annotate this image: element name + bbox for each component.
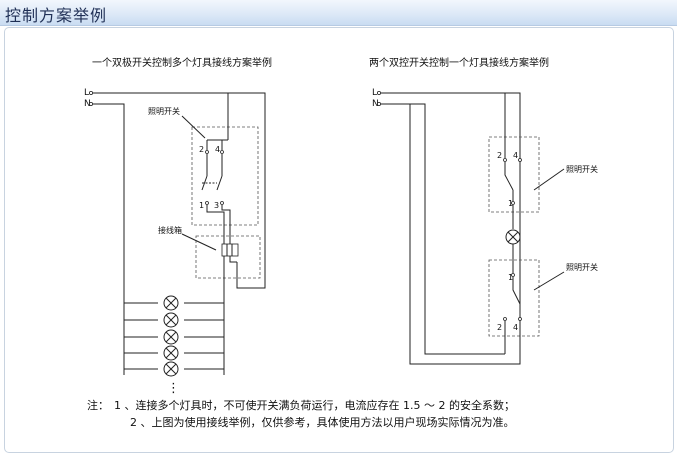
left-box-l <box>229 256 237 263</box>
right-n-label: N <box>372 99 379 109</box>
left-switch-leader <box>181 115 206 139</box>
right-contact <box>503 158 507 162</box>
left-box-label: 接线箱 <box>158 225 182 235</box>
lamp-icon <box>163 295 179 311</box>
left-l-label: L <box>84 88 89 98</box>
left-switch-label: 照明开关 <box>148 106 180 116</box>
left-contact <box>205 150 209 154</box>
left-switch-blade <box>201 175 208 191</box>
lamp-icon <box>163 361 179 377</box>
left-terminal-1: 1 <box>199 201 204 210</box>
right-l-label: L <box>372 88 377 98</box>
right-switch1-leader <box>533 168 565 191</box>
right-l-terminal <box>376 91 381 96</box>
right-contact <box>503 317 507 321</box>
note-line-2: 2 、上图为使用接线举例，仅供参考，具体使用方法以用户现场实际情况为准。 <box>130 416 515 429</box>
right-s2-blade <box>512 277 521 305</box>
right-switch2-label: 照明开关 <box>566 262 598 272</box>
left-terminal-block-divider <box>226 244 233 256</box>
lamp-icon <box>163 345 179 361</box>
right-s2-terminal-2: 2 <box>497 323 502 332</box>
right-contact <box>518 317 522 321</box>
left-terminal-2: 2 <box>199 145 204 154</box>
right-contact <box>518 158 522 162</box>
left-switch-out <box>221 205 231 245</box>
more-lamps-ellipsis: ⋮ <box>167 381 180 396</box>
left-box-leader <box>181 233 217 251</box>
right-s1-blade <box>504 162 514 191</box>
left-wiring-diagram: L N 照明开关 2 4 1 3 <box>84 88 266 396</box>
right-n-terminal <box>376 102 381 107</box>
left-switch-box <box>191 126 259 226</box>
right-s2-terminal-1: 1 <box>508 273 513 282</box>
right-wiring-diagram: L N 照明开关 2 4 1 照明开关 1 2 4 <box>372 88 598 365</box>
lamp-icon <box>163 329 179 345</box>
right-s1-terminal-4: 4 <box>513 151 518 160</box>
left-n-label: N <box>84 99 91 109</box>
left-terminal-4: 4 <box>215 145 220 154</box>
right-contact <box>511 201 515 205</box>
content-panel <box>4 27 674 453</box>
left-terminal-3: 3 <box>214 201 219 210</box>
note-line-1: 1 、连接多个灯具时，不可使开关满负荷运行，电流应存在 1.5 ～ 2 的安全系… <box>114 399 515 412</box>
left-contact <box>220 201 224 205</box>
right-switch2-box <box>488 259 540 337</box>
right-s1-terminal-1: 1 <box>508 199 513 208</box>
page-title: 控制方案举例 <box>5 6 108 25</box>
left-l-wire <box>93 92 266 289</box>
left-diagram-caption: 一个双极开关控制多个灯具接线方案举例 <box>92 58 272 69</box>
lamp-icon <box>163 312 179 328</box>
left-switch-blade <box>216 175 223 191</box>
right-n-wire <box>381 103 505 355</box>
lamp-icon <box>505 229 521 245</box>
right-switch1-label: 照明开关 <box>566 164 598 174</box>
right-switch2-leader <box>533 271 565 291</box>
left-switch-out <box>206 205 225 245</box>
right-contact <box>511 273 515 277</box>
left-contact <box>220 150 224 154</box>
right-s1-terminal-2: 2 <box>497 151 502 160</box>
left-n-terminal <box>89 102 94 107</box>
notes-prefix: 注： <box>87 399 109 412</box>
right-diagram-caption: 两个双控开关控制一个灯具接线方案举例 <box>369 58 549 69</box>
left-junction-box <box>195 235 261 279</box>
right-switch1-box <box>488 136 540 213</box>
left-terminal-block <box>221 243 239 257</box>
left-contact <box>205 201 209 205</box>
title-bar: 控制方案举例 <box>0 0 677 26</box>
right-s2-terminal-4: 4 <box>513 323 518 332</box>
left-n-wire <box>93 103 125 375</box>
left-l-terminal <box>89 91 94 96</box>
